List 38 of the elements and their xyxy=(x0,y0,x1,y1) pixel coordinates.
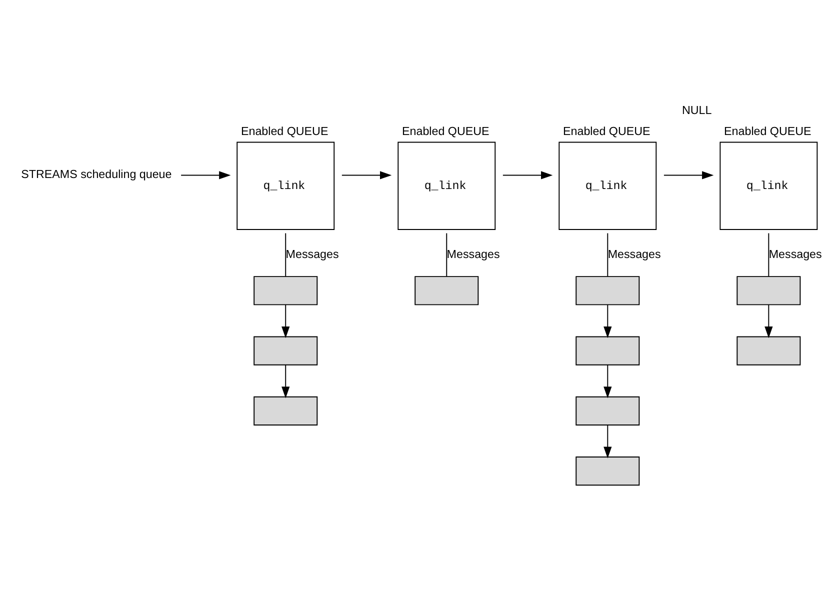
arrow xyxy=(604,364,612,398)
node-box xyxy=(254,396,318,425)
node-label: NULL xyxy=(682,104,712,117)
edge-label: Messages xyxy=(446,247,500,260)
arrow xyxy=(282,304,290,338)
node-box xyxy=(576,456,640,486)
node-label: Enabled QUEUE xyxy=(240,124,328,138)
node-text: STREAMS scheduling queue xyxy=(21,168,172,181)
node-box xyxy=(414,276,479,305)
arrow xyxy=(764,304,773,338)
edge-label: Messages xyxy=(286,247,339,260)
node-box: q_link xyxy=(398,141,496,230)
arrow xyxy=(663,170,714,179)
node-box: q_link xyxy=(236,141,335,230)
connector xyxy=(607,232,608,276)
node-box xyxy=(576,396,640,425)
node-box xyxy=(736,276,801,305)
edge-label: Messages xyxy=(768,247,822,260)
node-box xyxy=(576,276,640,305)
connector xyxy=(285,232,286,276)
connector xyxy=(446,232,448,276)
node-label: Enabled QUEUE xyxy=(724,124,812,138)
node-label: Enabled QUEUE xyxy=(563,124,650,138)
arrow xyxy=(180,170,231,179)
arrow xyxy=(604,304,612,338)
arrow xyxy=(502,170,553,179)
node-box: q_link xyxy=(558,141,657,230)
connector xyxy=(768,232,770,276)
node-label: Enabled QUEUE xyxy=(402,124,490,138)
arrow xyxy=(341,170,392,179)
node-box: q_link xyxy=(720,141,818,230)
arrow xyxy=(604,424,612,458)
node-box xyxy=(576,336,640,365)
node-box xyxy=(254,276,318,305)
arrow xyxy=(282,364,290,398)
node-box xyxy=(254,336,318,365)
edge-label: Messages xyxy=(608,247,661,260)
node-box xyxy=(736,336,801,365)
